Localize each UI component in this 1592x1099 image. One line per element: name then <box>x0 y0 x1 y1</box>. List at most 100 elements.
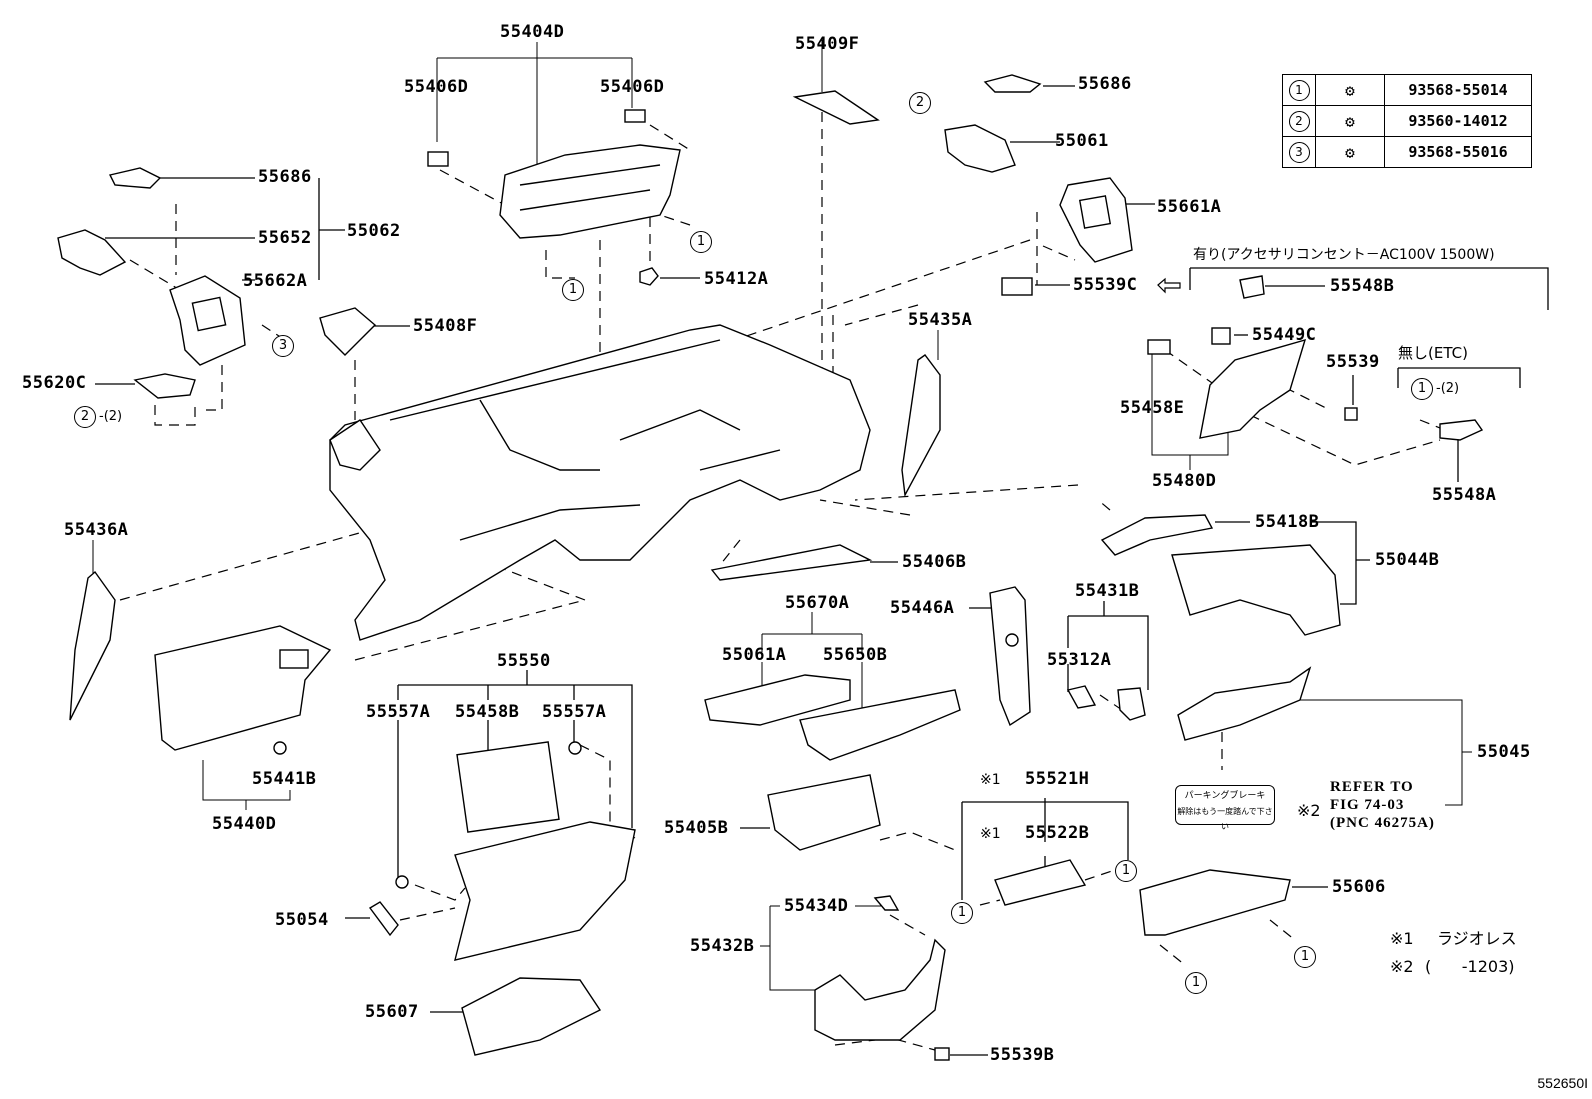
part-label-55662A[interactable]: 55662A <box>243 271 308 291</box>
stopper-55557A-left <box>395 875 409 889</box>
part-label-55458B[interactable]: 55458B <box>455 702 520 722</box>
bolt-callout-1[interactable]: 1 <box>690 231 712 253</box>
quantity-label: -(2) <box>1436 381 1460 396</box>
part-label-55061[interactable]: 55061 <box>1055 131 1109 151</box>
parking-brake-label[interactable]: パーキングブレーキ 解除はもう一度踏んで下さい <box>1175 785 1275 831</box>
legend-1-text: ラジオレス <box>1437 929 1517 948</box>
part-label-55539[interactable]: 55539 <box>1326 352 1380 372</box>
panel-55409F <box>792 90 880 125</box>
trim-55435A <box>901 354 941 498</box>
tapping-screw-icon: ⚙ <box>1345 142 1355 162</box>
instrument-panel-outline <box>329 324 871 641</box>
part-label-55446A[interactable]: 55446A <box>890 598 955 618</box>
part-label-55404D[interactable]: 55404D <box>500 22 565 42</box>
screw-icon: ⚙ <box>1345 111 1355 131</box>
lower-panel-55432B <box>814 938 946 1041</box>
part-label-55620C[interactable]: 55620C <box>22 373 87 393</box>
sticker-line-2: 解除はもう一度踏んで下さい <box>1177 807 1273 831</box>
part-label-55539C[interactable]: 55539C <box>1073 275 1138 295</box>
clip-55539B <box>934 1047 950 1061</box>
part-label-55522B[interactable]: 55522B <box>1025 823 1090 843</box>
part-label-55045[interactable]: 55045 <box>1477 742 1531 762</box>
part-label-55521H[interactable]: 55521H <box>1025 769 1090 789</box>
cover-55408F <box>319 307 377 356</box>
drawing-number: 552650I <box>1537 1075 1588 1091</box>
part-label-55044B[interactable]: 55044B <box>1375 550 1440 570</box>
part-label-55418B[interactable]: 55418B <box>1255 512 1320 532</box>
vent-55652 <box>57 229 127 276</box>
refer-line-3: (PNC 46275A) <box>1330 815 1435 831</box>
screw-icon: ⚙ <box>1345 80 1355 100</box>
part-label-55061A[interactable]: 55061A <box>722 645 787 665</box>
part-outlines <box>57 74 1484 1061</box>
legend-2-text: ( -1203) <box>1425 957 1515 976</box>
switch-panel-55446A <box>989 586 1031 727</box>
part-label-55606[interactable]: 55606 <box>1332 877 1386 897</box>
bolt-callout-1[interactable]: 1 <box>1185 972 1207 994</box>
bolt-part-number[interactable]: 93568-55014 <box>1384 74 1532 106</box>
part-label-55408F[interactable]: 55408F <box>413 316 478 336</box>
vent-55061 <box>944 124 1016 173</box>
bolt-part-number[interactable]: 93560-14012 <box>1384 105 1532 137</box>
bolt-callout-1[interactable]: 1 <box>1115 860 1137 882</box>
door-panel-55458B <box>456 741 560 833</box>
panel-55522B <box>994 859 1087 906</box>
bracket-55620C <box>133 373 196 399</box>
part-label-55548B[interactable]: 55548B <box>1330 276 1395 296</box>
panel-55458E <box>1199 338 1307 439</box>
part-label-55409F[interactable]: 55409F <box>795 34 860 54</box>
part-label-55670A[interactable]: 55670A <box>785 593 850 613</box>
part-label-55539B[interactable]: 55539B <box>990 1045 1055 1065</box>
bracket-55606 <box>1139 869 1291 936</box>
part-label-55441B[interactable]: 55441B <box>252 769 317 789</box>
part-label-55054[interactable]: 55054 <box>275 910 329 930</box>
part-label-55406D-right[interactable]: 55406D <box>600 77 665 97</box>
leader-lines <box>92 40 1549 1056</box>
part-label-55686-right[interactable]: 55686 <box>1078 74 1132 94</box>
cover-55686-right <box>983 74 1042 93</box>
bolt-callout-3[interactable]: 3 <box>272 335 294 357</box>
legend-2-mark: ※2 <box>1390 957 1414 976</box>
part-label-55550[interactable]: 55550 <box>497 651 551 671</box>
part-label-55557A-right[interactable]: 55557A <box>542 702 607 722</box>
bolt-part-number[interactable]: 93568-55016 <box>1384 136 1532 168</box>
part-label-55432B[interactable]: 55432B <box>690 936 755 956</box>
bolt-callout-2[interactable]: 2 <box>74 406 96 428</box>
part-label-55607[interactable]: 55607 <box>365 1002 419 1022</box>
bolt-callout-1[interactable]: 1 <box>951 902 973 924</box>
part-label-55480D[interactable]: 55480D <box>1152 471 1217 491</box>
part-label-55435A[interactable]: 55435A <box>908 310 973 330</box>
part-label-55557A-left[interactable]: 55557A <box>366 702 431 722</box>
part-label-55431B[interactable]: 55431B <box>1075 581 1140 601</box>
part-label-55652[interactable]: 55652 <box>258 228 312 248</box>
bolt-callout-1[interactable]: 1 <box>562 279 584 301</box>
part-label-55405B[interactable]: 55405B <box>664 818 729 838</box>
part-label-55661A[interactable]: 55661A <box>1157 197 1222 217</box>
arrow-icon <box>1157 277 1181 294</box>
clip-55434D <box>873 895 900 911</box>
part-label-55449C[interactable]: 55449C <box>1252 325 1317 345</box>
part-label-55062[interactable]: 55062 <box>347 221 401 241</box>
cover-55686-left <box>108 167 162 189</box>
part-label-55412A[interactable]: 55412A <box>704 269 769 289</box>
part-label-55440D[interactable]: 55440D <box>212 814 277 834</box>
duct-55404D <box>499 144 681 239</box>
quantity-label: -(2) <box>99 409 123 424</box>
part-label-55434D[interactable]: 55434D <box>784 896 849 916</box>
part-label-55406B[interactable]: 55406B <box>902 552 967 572</box>
bolt-callout-1[interactable]: 1 <box>1411 378 1433 400</box>
part-label-55406D-left[interactable]: 55406D <box>404 77 469 97</box>
part-label-55312A[interactable]: 55312A <box>1047 650 1112 670</box>
part-label-55650B[interactable]: 55650B <box>823 645 888 665</box>
part-label-55686-left[interactable]: 55686 <box>258 167 312 187</box>
glovebox-55440D <box>154 625 332 751</box>
bolt-ref-number: 3 <box>1288 142 1310 163</box>
panel-55406B <box>710 544 873 581</box>
bolt-callout-1[interactable]: 1 <box>1294 946 1316 968</box>
bolt-callout-2[interactable]: 2 <box>909 92 931 114</box>
part-label-55436A[interactable]: 55436A <box>64 520 129 540</box>
refer-to-figure[interactable]: REFER TO FIG 74-03 (PNC 46275A) <box>1330 778 1435 832</box>
part-label-55458E[interactable]: 55458E <box>1120 398 1185 418</box>
part-label-55548A[interactable]: 55548A <box>1432 485 1497 505</box>
